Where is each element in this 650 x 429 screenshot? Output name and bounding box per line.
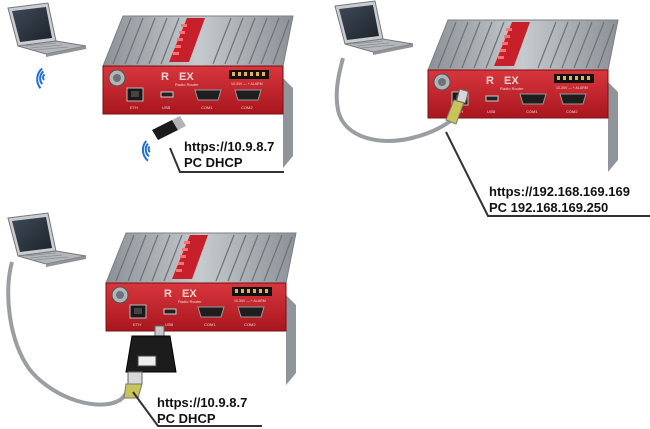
wifi-icon xyxy=(30,67,53,90)
scenario-ethernet xyxy=(334,0,619,173)
scenario-usb-adapter xyxy=(6,212,297,407)
ethernet-cable xyxy=(334,57,454,143)
pc-ip-label: PC 192.168.169.250 xyxy=(489,200,609,215)
leader-line xyxy=(132,391,262,427)
scenario-wifi xyxy=(7,2,294,169)
url-label: https://192.168.169.169 xyxy=(489,184,630,199)
laptop-icon xyxy=(7,2,87,58)
pc-ip-label: PC DHCP xyxy=(184,155,243,170)
rj45-connector-icon xyxy=(123,371,143,399)
usb-wifi-dongle-icon xyxy=(152,116,186,140)
wifi-icon xyxy=(136,139,158,162)
router-device xyxy=(427,19,619,173)
usb-ethernet-adapter-icon xyxy=(125,325,177,373)
laptop-icon xyxy=(334,0,414,56)
leader-line xyxy=(445,131,650,217)
url-label: https://10.9.8.7 xyxy=(157,395,248,410)
laptop-icon xyxy=(7,212,87,268)
url-label: https://10.9.8.7 xyxy=(184,139,275,154)
pc-ip-label: PC DHCP xyxy=(157,411,216,426)
rj45-connector-icon xyxy=(445,88,469,125)
leader-line xyxy=(169,147,284,173)
